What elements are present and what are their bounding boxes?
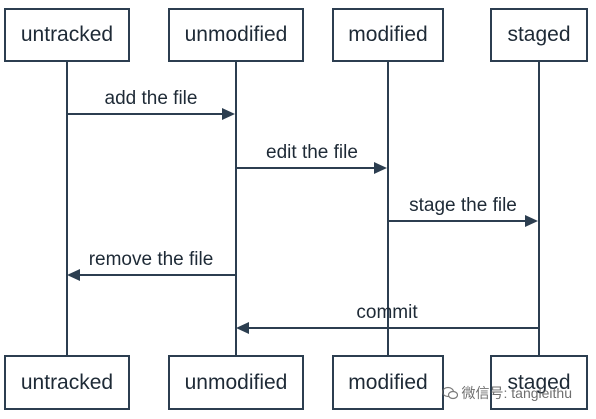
message-label-commit: commit — [356, 302, 418, 323]
arrowhead-remove-the-file — [67, 269, 80, 281]
participant-label: modified — [348, 23, 428, 46]
arrowhead-stage-the-file — [525, 215, 538, 227]
arrowhead-add-the-file — [222, 108, 235, 120]
lifeline-modified — [387, 62, 389, 355]
lifeline-staged — [538, 62, 540, 355]
participant-label: untracked — [20, 370, 114, 394]
participant-bottom-untracked: untracked — [4, 355, 130, 410]
arrowhead-edit-the-file — [374, 162, 387, 174]
participant-top-modified: modified — [332, 8, 444, 62]
wechat-icon — [441, 386, 458, 400]
watermark-text: 微信号: tangleithu — [461, 385, 573, 401]
lifeline-untracked — [66, 62, 68, 355]
lifeline-unmodified — [235, 62, 237, 355]
participant-label: untracked — [20, 23, 114, 46]
participant-label: modified — [348, 370, 428, 394]
participant-bottom-staged: staged — [490, 355, 588, 410]
participant-label: staged — [507, 23, 571, 46]
message-label-edit-the-file: edit the file — [266, 142, 358, 163]
message-label-remove-the-file: remove the file — [88, 249, 214, 270]
watermark: 微信号: tangleithu — [441, 383, 573, 403]
arrowhead-commit — [236, 322, 249, 334]
participant-label: unmodified — [184, 23, 288, 46]
participant-top-unmodified: unmodified — [168, 8, 304, 62]
participant-label: staged — [507, 370, 571, 394]
participant-top-untracked: untracked — [4, 8, 130, 62]
participant-top-staged: staged — [490, 8, 588, 62]
participant-bottom-modified: modified — [332, 355, 444, 410]
message-label-stage-the-file: stage the file — [409, 195, 517, 216]
message-label-add-the-file: add the file — [104, 88, 198, 109]
participant-bottom-unmodified: unmodified — [168, 355, 304, 410]
participant-label: unmodified — [184, 370, 288, 394]
